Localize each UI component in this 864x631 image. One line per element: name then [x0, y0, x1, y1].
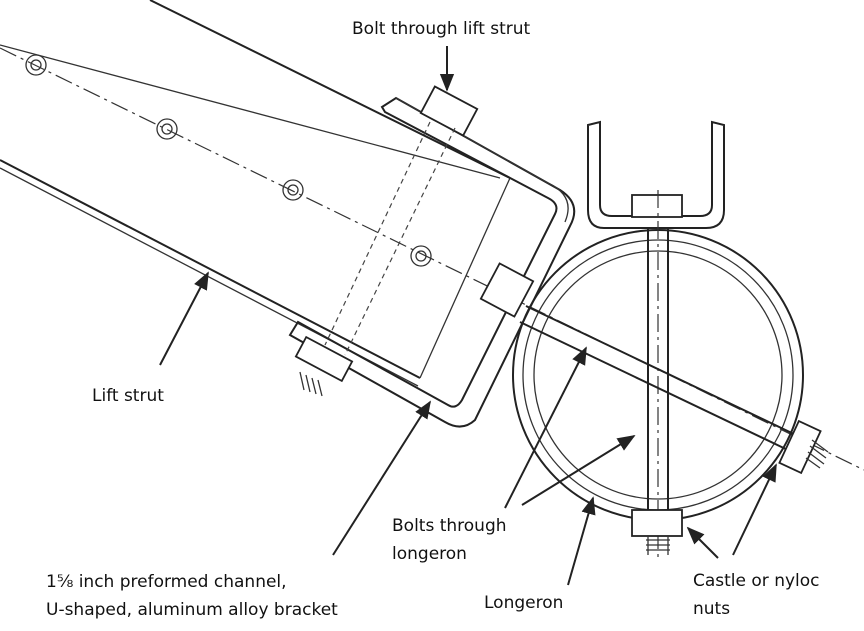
bracket-nut — [479, 262, 535, 318]
label-lift-strut: Lift strut — [92, 386, 164, 406]
label-channel-bracket-line2: U-shaped, aluminum alloy bracket — [46, 600, 338, 620]
label-longeron: Longeron — [484, 593, 564, 613]
label-castle-nuts-line1: Castle or nyloc — [693, 571, 820, 591]
vertical-longeron-bolt — [631, 190, 683, 560]
u-channel-bracket — [288, 96, 576, 428]
strut-bolt — [294, 85, 479, 397]
label-bolts-through-longeron-line1: Bolts through — [392, 516, 507, 536]
label-bolt-through-lift-strut: Bolt through lift strut — [352, 19, 531, 39]
label-channel-bracket-line1: 1⅝ inch preformed channel, — [46, 572, 287, 592]
strut-holes — [25, 54, 432, 267]
diagonal-longeron-bolt — [519, 305, 829, 475]
label-bolts-through-longeron-line2: longeron — [392, 544, 467, 564]
lift-strut-tube — [0, 0, 864, 471]
leader-arrows — [159, 46, 777, 586]
upper-u-fitting — [587, 120, 725, 229]
label-castle-nuts-line2: nuts — [693, 599, 731, 619]
